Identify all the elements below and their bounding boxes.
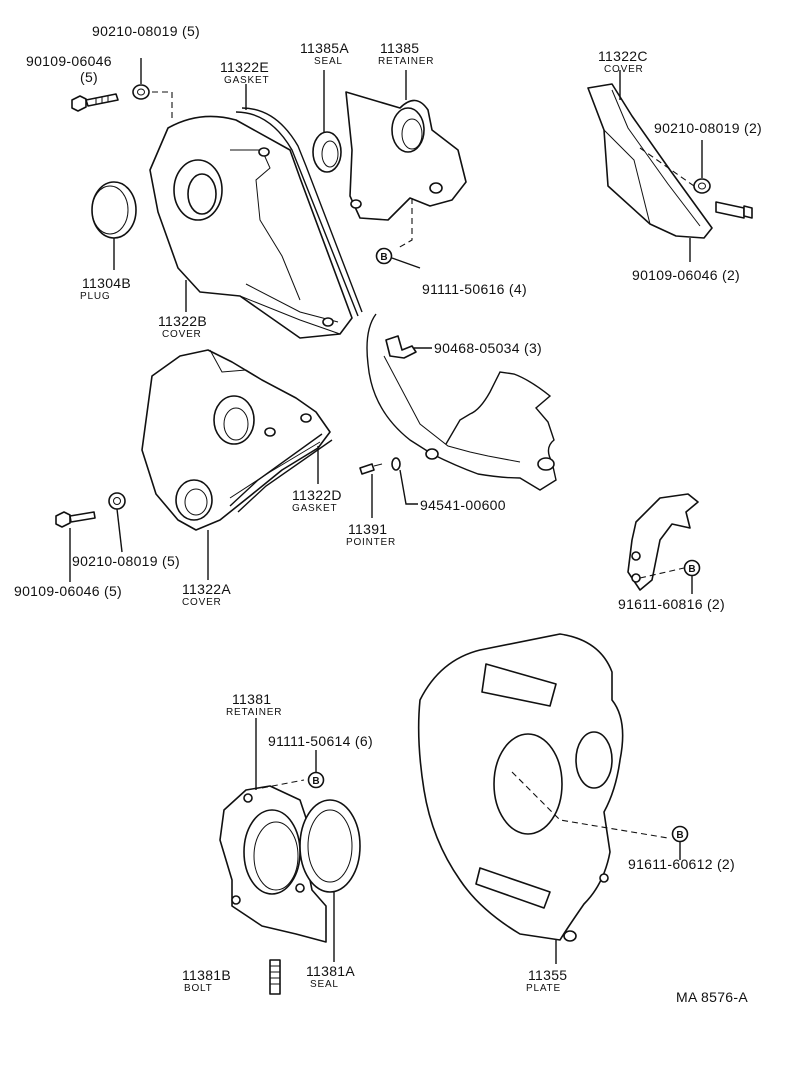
seal-11381a xyxy=(299,799,361,893)
svg-text:B: B xyxy=(380,252,387,263)
leader-dash-nut-right xyxy=(639,147,695,187)
leader-91111-50616 xyxy=(391,257,421,269)
label-90210-08019-left: 90210-08019 (5) xyxy=(72,553,180,569)
label-11322a-sub: COVER xyxy=(182,597,222,608)
label-11355: 11355 xyxy=(528,967,567,983)
callout-b-91111-50616: B xyxy=(375,247,393,265)
label-11385: 11385 xyxy=(380,40,419,56)
label-11322c: 11322C xyxy=(598,48,648,64)
label-90109-06046-right: 90109-06046 (2) xyxy=(632,267,740,283)
leader-dash-91111-50616 xyxy=(397,198,413,249)
label-11322c-sub: COVER xyxy=(604,64,644,75)
svg-text:B: B xyxy=(688,564,695,575)
label-11322b-sub: COVER xyxy=(162,329,202,340)
retainer-11385 xyxy=(345,91,467,221)
label-90109-06046-left: 90109-06046 (5) xyxy=(14,583,122,599)
cover-11322b xyxy=(149,115,353,339)
label-11322e-sub: GASKET xyxy=(224,75,269,86)
engine-block-outline xyxy=(366,313,557,491)
label-11322d: 11322D xyxy=(292,487,342,503)
label-11322a: 11322A xyxy=(182,581,231,597)
label-11322b: 11322B xyxy=(158,313,207,329)
pointer-11391 xyxy=(359,463,383,475)
label-91611-60612: 91611-60612 (2) xyxy=(628,856,735,872)
label-11381a-sub: SEAL xyxy=(310,979,339,990)
label-91111-50614: 91111-50614 (6) xyxy=(268,733,373,749)
plate-11355 xyxy=(417,633,624,942)
cover-11322c xyxy=(587,83,713,239)
label-11381-sub: RETAINER xyxy=(226,707,282,718)
gasket-11322e xyxy=(235,107,363,317)
leader-90210-08019-left xyxy=(116,508,123,553)
leader-dash-91611-60816 xyxy=(639,567,685,579)
label-11304b-sub: PLUG xyxy=(80,291,110,302)
leader-dash-nut-top xyxy=(152,91,173,118)
label-90468-05034: 90468-05034 (3) xyxy=(434,340,542,356)
bracket-91611-60816 xyxy=(627,493,699,591)
plug-11304b xyxy=(91,181,137,239)
label-11385-sub: RETAINER xyxy=(378,56,434,67)
label-11304b: 11304B xyxy=(82,275,131,291)
label-11381b-sub: BOLT xyxy=(184,983,213,994)
bolt-90109-06046-right xyxy=(715,201,753,219)
label-91611-60816: 91611-60816 (2) xyxy=(618,596,725,612)
label-11322e: 11322E xyxy=(220,59,269,75)
nut-90210-08019-left xyxy=(108,492,126,510)
seal-11385a xyxy=(312,131,342,173)
label-11391: 11391 xyxy=(348,521,387,537)
callout-b-91611-60816: B xyxy=(683,559,701,577)
label-94541-00600: 94541-00600 xyxy=(420,497,506,513)
cover-11322a xyxy=(141,349,331,531)
leader-dash-91611-60612 xyxy=(511,771,669,839)
bolt-11381b xyxy=(269,959,281,995)
label-11381a: 11381A xyxy=(306,963,355,979)
leader-dash-91111-50614 xyxy=(261,779,305,789)
leader-94541-00600 xyxy=(399,469,418,505)
callout-b-91111-50614: B xyxy=(307,771,325,789)
bolt-90109-06046-top xyxy=(71,93,119,112)
label-11391-sub: POINTER xyxy=(346,537,396,548)
gasket-11322d xyxy=(229,433,333,513)
label-11355-sub: PLATE xyxy=(526,983,561,994)
label-90109-06046-top-qty: (5) xyxy=(80,69,98,85)
label-90109-06046-top: 90109-06046 xyxy=(26,53,112,69)
nut-90210-08019-top xyxy=(132,84,150,100)
nut-90210-08019-right xyxy=(693,178,711,194)
svg-text:B: B xyxy=(312,776,319,787)
bolt-90109-06046-left xyxy=(55,511,96,528)
label-11381b: 11381B xyxy=(182,967,231,983)
label-11322d-sub: GASKET xyxy=(292,503,337,514)
label-91111-50616: 91111-50616 (4) xyxy=(422,281,527,297)
clip-90468-05034 xyxy=(385,335,417,359)
svg-text:B: B xyxy=(676,830,683,841)
callout-b-91611-60612: B xyxy=(671,825,689,843)
label-90210-08019-top: 90210-08019 (5) xyxy=(92,23,200,39)
label-11385a: 11385A xyxy=(300,40,349,56)
label-90210-08019-right: 90210-08019 (2) xyxy=(654,120,762,136)
washer-94541-00600 xyxy=(391,457,401,471)
label-11381: 11381 xyxy=(232,691,271,707)
diagram-code: MA 8576-A xyxy=(676,989,748,1005)
label-11385a-sub: SEAL xyxy=(314,56,343,67)
